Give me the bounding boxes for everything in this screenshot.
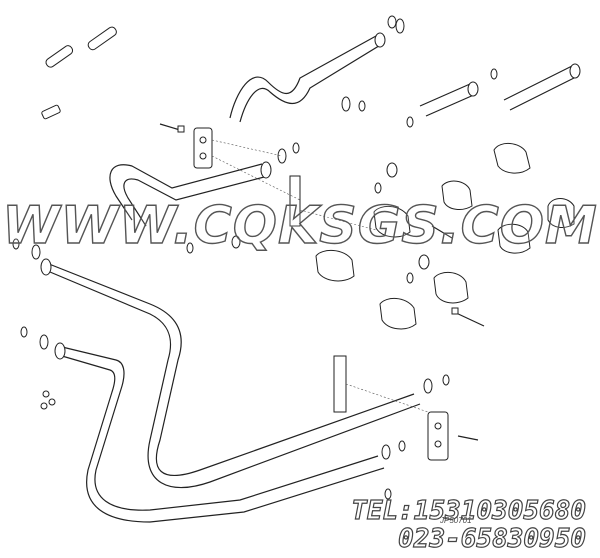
part-12-elbow [441,180,473,210]
part-22-bracket-lower [333,355,347,413]
part-26-connector [41,104,61,120]
part-9-elbow [493,143,531,174]
part-7-pipe [43,261,421,489]
part-21-bracket-lower [427,411,449,461]
part-24-fasteners [40,390,56,410]
part-20-elbow [433,272,469,304]
drawing-code: JP50701 [440,516,472,525]
part-10-elbow [373,206,411,238]
part-13-elbow [315,250,355,282]
part-22-bracket-upper [289,175,301,227]
part-25-tube-fittings [45,26,117,68]
alignment-lines [211,139,429,413]
seal-rings [12,15,498,500]
part-14-pipe [57,345,385,523]
part-15-elbow [497,223,531,254]
part-19-elbow [379,298,417,330]
part-27-pipe [503,63,581,111]
part-16-elbow [547,198,575,228]
contact-tel: TEL:15310305680 [351,495,587,526]
part-11-pipe [229,35,383,123]
part-18-pipe [109,163,269,227]
watermark-text: WWW.CQKSGS.COM [2,195,598,256]
part-8-pipe [419,81,479,117]
contact-phone: 023-65830950 [398,523,587,554]
bolts [159,123,485,441]
part-21-bracket-upper [193,127,213,169]
